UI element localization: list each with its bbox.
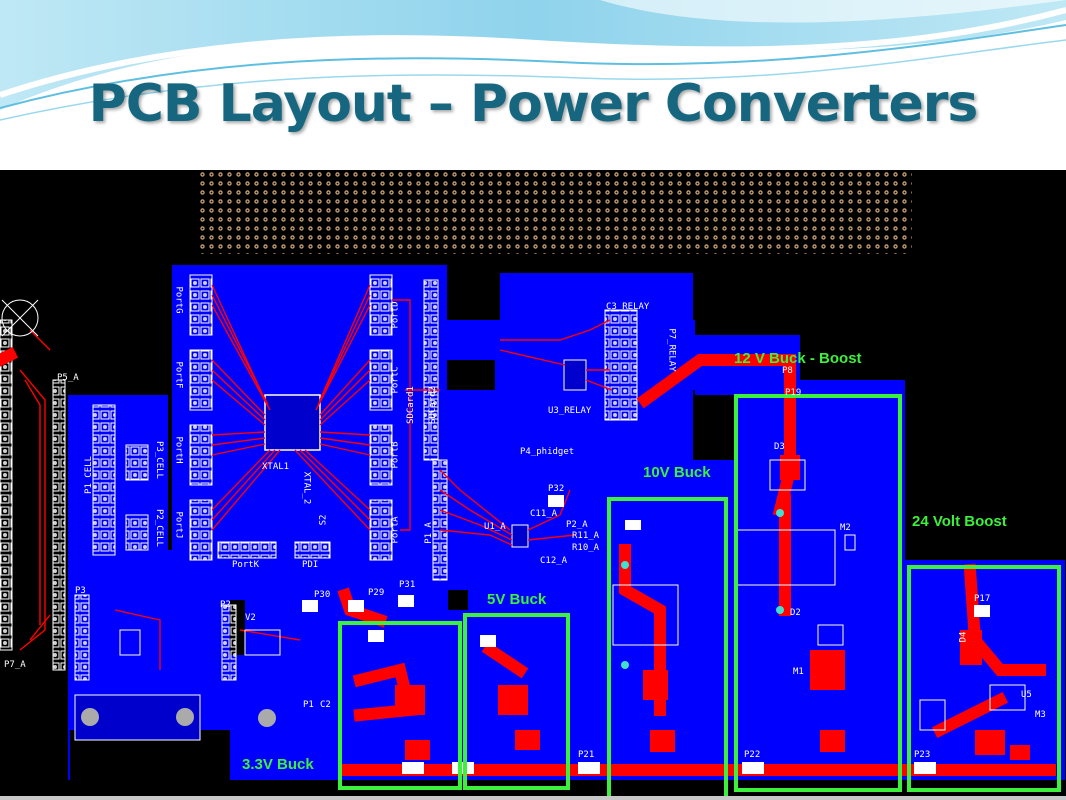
silk-p32: P32 — [548, 484, 565, 494]
silk-portk: PortK — [232, 560, 260, 570]
silk-r10a: R10_A — [572, 543, 600, 553]
silk-p1a: P1_A — [423, 522, 434, 544]
silk-u1a: U1_A — [484, 522, 506, 532]
silk-d4: D4 — [958, 631, 969, 643]
silk-u3relay: U3_RELAY — [548, 406, 592, 416]
header-swoosh-decoration — [0, 0, 1066, 121]
silk-p13: P13 — [480, 636, 497, 646]
silk-p1: P1 — [303, 700, 314, 710]
silk-m1: M1 — [793, 667, 804, 677]
silk-p2cell: P2_CELL — [153, 509, 164, 547]
silk-v2: V2 — [245, 613, 256, 623]
silk-m3: M3 — [1035, 710, 1046, 720]
silk-portc: PortC — [390, 366, 401, 394]
silk-p7relay: P7_RELAY — [666, 328, 677, 372]
silk-portf: PortF — [173, 361, 184, 389]
silk-m2: M2 — [840, 523, 851, 533]
silk-p19: P19 — [785, 388, 802, 398]
silk-c3relay: C3_RELAY — [606, 302, 650, 312]
slide-footer-bar — [0, 796, 1066, 800]
silk-p1cell: P1_CELL — [83, 456, 94, 494]
label-5v-buck: 5V Buck — [487, 591, 547, 608]
pcb-board-drawing — [0, 170, 1066, 800]
silk-p8: P8 — [782, 366, 793, 376]
silk-p17: P17 — [974, 594, 991, 604]
silk-pdi: PDI — [302, 560, 319, 570]
silk-d3: D3 — [774, 442, 785, 452]
label-12v-buck-boost: 12 V Buck - Boost — [734, 350, 862, 367]
silk-porta: PortA — [390, 516, 401, 544]
silk-p7a: P7_A — [4, 660, 26, 670]
silk-p31: P31 — [399, 580, 416, 590]
label-10v-buck: 10V Buck — [643, 464, 711, 481]
silk-p3: P3 — [75, 586, 86, 596]
silk-p23: P23 — [914, 750, 931, 760]
silk-p4phidget: P4_phidget — [520, 447, 575, 457]
silk-portj: PortJ — [173, 511, 184, 539]
label-24v-boost: 24 Volt Boost — [912, 513, 1007, 530]
silk-p2: P2 — [220, 600, 231, 610]
slide-header: PCB Layout – Power Converters — [0, 0, 1066, 170]
silk-portd: PortD — [390, 301, 401, 329]
silk-porth: PortH — [173, 436, 184, 464]
silk-s2: S2 — [318, 514, 329, 526]
silk-p5a: P5_A — [57, 373, 79, 383]
silk-sdcard1: SDCard1 — [405, 386, 416, 424]
pcb-layout-image: 12 V Buck - Boost 10V Buck 24 Volt Boost… — [0, 170, 1066, 800]
outline-3v3-buck — [338, 621, 462, 790]
silk-r11a: R11_A — [572, 531, 600, 541]
silk-d2: D2 — [790, 608, 801, 618]
silk-c12a: C12_A — [540, 556, 568, 566]
silk-p22: P22 — [744, 750, 761, 760]
silk-portg: PortG — [173, 286, 184, 314]
silk-p29: P29 — [368, 588, 385, 598]
silk-c11a: C11_A — [530, 509, 558, 519]
silk-sdcard2: SDCard2 — [427, 386, 438, 424]
silk-portb: PortB — [390, 441, 401, 469]
outline-5v-buck — [463, 613, 570, 790]
silk-xtal2: XTAL_2 — [301, 471, 312, 505]
page-title: PCB Layout – Power Converters — [88, 74, 979, 134]
outline-12v-buck-boost — [734, 394, 902, 792]
silk-p3cell: P3_CELL — [153, 441, 164, 479]
label-3v3-buck: 3.3V Buck — [242, 756, 314, 773]
silk-p2a: P2_A — [566, 520, 588, 530]
silk-p21: P21 — [578, 750, 595, 760]
silk-xtal1: XTAL1 — [262, 462, 290, 472]
silk-p30: P30 — [314, 590, 331, 600]
outline-24v-boost — [907, 565, 1061, 792]
silk-u5: U5 — [1021, 690, 1032, 700]
silk-c2: C2 — [320, 700, 331, 710]
